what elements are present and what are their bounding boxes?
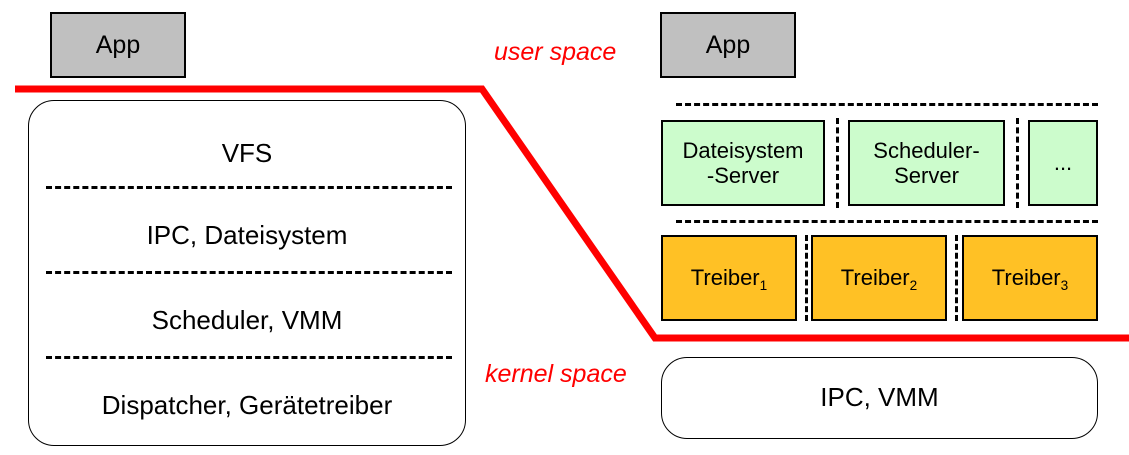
server-box-scheduler-server: Scheduler- Server [848, 120, 1005, 206]
server-label-line1: ... [1053, 150, 1073, 176]
driver-divider-2 [955, 235, 958, 321]
monolithic-kernel-box: VFS IPC, Dateisystem Scheduler, VMM Disp… [28, 100, 466, 446]
right-app-box: App [660, 12, 796, 78]
server-top-separator [676, 103, 1098, 106]
mono-layer-scheduler-vmm: Scheduler, VMM [29, 290, 465, 352]
user-space-label: user space [494, 38, 617, 66]
driver-label: Treiber1 [690, 265, 768, 293]
server-box-dateisystem-server: Dateisystem -Server [661, 120, 825, 206]
server-label-block: ... [1054, 150, 1072, 175]
server-label-line2: Server [894, 163, 959, 188]
mono-layer-label: Scheduler, VMM [151, 305, 343, 336]
mono-layer-label: VFS [221, 138, 273, 169]
driver-label: Treiber2 [840, 265, 918, 293]
driver-name: Treiber [690, 265, 760, 291]
mono-layer-dispatcher-geraetetreiber: Dispatcher, Gerätetreiber [29, 375, 465, 437]
mono-layer-vfs: VFS [29, 123, 465, 185]
microkernel-label: IPC, VMM [820, 382, 939, 413]
mono-layer-ipc-dateisystem: IPC, Dateisystem [29, 205, 465, 267]
server-driver-separator [676, 220, 1098, 223]
server-divider-2 [1016, 118, 1019, 208]
server-divider-1 [836, 118, 839, 208]
driver-box-treiber-3: Treiber3 [962, 235, 1098, 321]
driver-index: 1 [759, 277, 768, 293]
driver-name: Treiber [840, 265, 910, 291]
mono-divider-1 [46, 186, 452, 189]
mono-divider-2 [46, 271, 452, 274]
driver-divider-1 [805, 235, 808, 321]
mono-divider-3 [46, 356, 452, 359]
server-label-line2: -Server [706, 163, 780, 188]
driver-box-treiber-2: Treiber2 [811, 235, 947, 321]
mono-layer-label: IPC, Dateisystem [146, 220, 348, 251]
right-app-label: App [705, 30, 751, 59]
driver-name: Treiber [991, 265, 1061, 291]
driver-index: 2 [909, 277, 918, 293]
server-label-block: Dateisystem -Server [682, 138, 803, 189]
microkernel-box: IPC, VMM [661, 357, 1098, 439]
driver-label: Treiber3 [991, 265, 1069, 293]
left-app-box: App [50, 12, 186, 78]
left-app-label: App [95, 30, 141, 59]
server-box-ellipsis: ... [1028, 120, 1098, 206]
server-label-block: Scheduler- Server [873, 138, 979, 189]
server-label-line1: Dateisystem [682, 137, 804, 163]
mono-layer-label: Dispatcher, Gerätetreiber [101, 390, 393, 421]
driver-box-treiber-1: Treiber1 [661, 235, 797, 321]
driver-index: 3 [1060, 277, 1069, 293]
kernel-space-label: kernel space [485, 360, 627, 388]
server-label-line1: Scheduler- [873, 137, 980, 163]
